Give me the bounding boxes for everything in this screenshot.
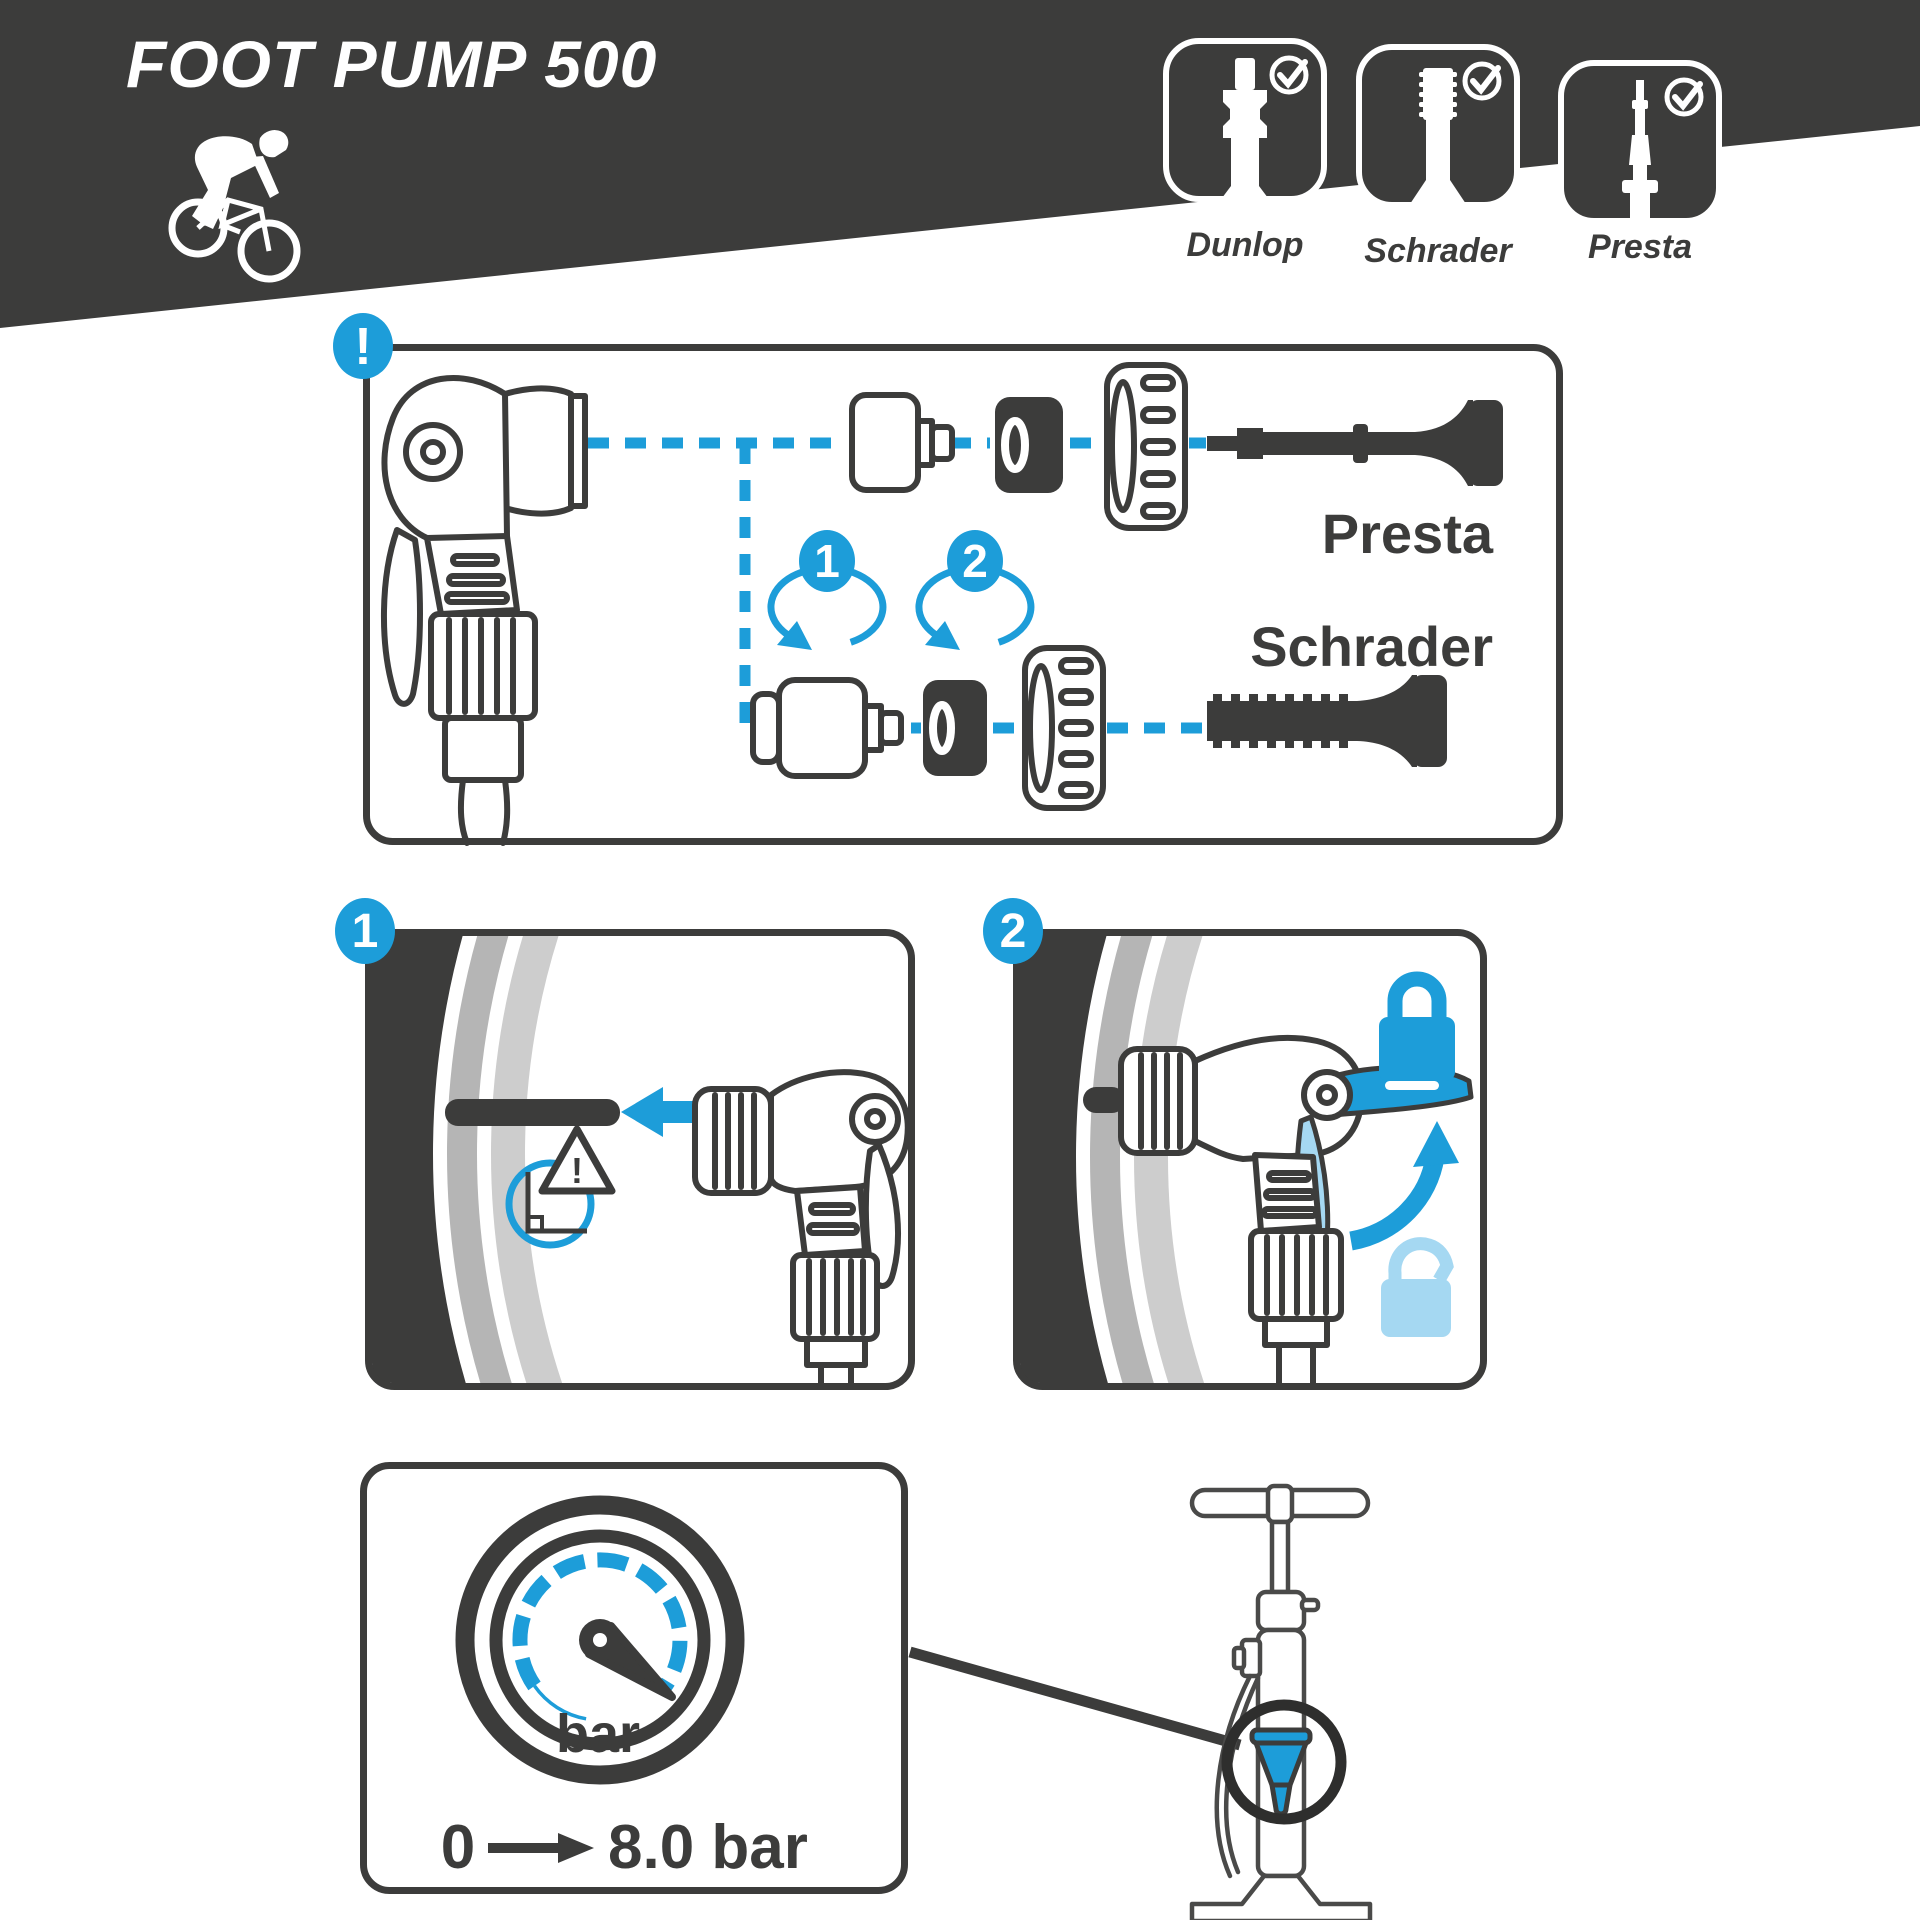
- adapter-panel: Presta 1 2: [333, 313, 1563, 846]
- lock-closed-icon: [1379, 971, 1455, 1081]
- knurled-cap: [1022, 645, 1106, 811]
- pump-head-on-valve: [692, 1069, 911, 1388]
- tire-valve: [1083, 1087, 1125, 1113]
- arrowhead: [777, 621, 812, 650]
- connection-dashes: [588, 437, 1206, 734]
- valve-card-label: Schrader: [1364, 232, 1512, 270]
- svg-text:1: 1: [814, 535, 840, 587]
- cyclist-icon: [168, 130, 301, 283]
- front-wheel: [237, 219, 301, 283]
- panel-border: [365, 929, 915, 1390]
- valve-card-schrader: [1356, 44, 1520, 214]
- pump-base: [1189, 1873, 1373, 1920]
- rubber-grommet: [923, 680, 987, 776]
- check-icon: [1664, 77, 1704, 117]
- arrow-up-curved-icon: [1349, 1121, 1459, 1251]
- arrow-left-icon: [621, 1087, 701, 1137]
- panel-border: [1013, 929, 1487, 1390]
- step1-badge: 1: [335, 898, 395, 964]
- gauge-scale-arc: [512, 1552, 688, 1694]
- check-icon: [1462, 61, 1502, 101]
- alert-badge: !: [333, 313, 393, 379]
- warning-triangle-icon: !: [538, 1125, 616, 1195]
- gauge-scale-tail: [533, 1684, 587, 1721]
- callout-circle: [1221, 1699, 1347, 1825]
- arrowhead: [558, 1833, 594, 1863]
- schrader-adapter: [750, 677, 904, 779]
- perpendicular-icon: [525, 1172, 587, 1234]
- dunlop-valve-icon: [1219, 58, 1271, 208]
- arrowhead: [925, 621, 960, 650]
- step1-panel: ! 1: [335, 898, 915, 1390]
- schrader-valve-icon: [1410, 68, 1466, 214]
- rubber-grommet: [995, 397, 1063, 493]
- presta-adapter: [849, 392, 955, 493]
- page-title: FOOT PUMP 500: [126, 27, 658, 101]
- presta-valve-illustration: [1207, 400, 1503, 486]
- presta-valve-icon: [1622, 80, 1658, 230]
- svg-text:2: 2: [1000, 905, 1027, 958]
- knurled-cap: [1104, 362, 1188, 531]
- lock-open-icon: [1381, 1237, 1454, 1337]
- schrader-valve-illustration: [1207, 675, 1447, 767]
- lock-lever-down: [381, 527, 423, 707]
- tire-valve: [445, 1099, 620, 1126]
- rotation-step-1-badge: [799, 530, 855, 592]
- callout-line: [908, 1646, 1242, 1751]
- range-to: 8.0 bar: [608, 1813, 808, 1882]
- wheel-rim: [372, 936, 908, 1383]
- svg-text:1: 1: [352, 905, 379, 958]
- step2-badge: 2: [983, 898, 1043, 964]
- rotation-arrow-1: 1: [767, 530, 887, 650]
- rotation-step-2-badge: [947, 530, 1003, 592]
- svg-text:2: 2: [962, 535, 988, 587]
- wheel-rim: [1020, 936, 1480, 1383]
- schrader-row-label: Schrader: [1250, 615, 1493, 678]
- valve-card-dunlop: [1163, 38, 1327, 208]
- range-from: 0: [441, 1813, 475, 1882]
- check-icon: [1269, 55, 1309, 95]
- pressure-gauge: bar: [455, 1495, 745, 1785]
- rider-silhouette: [192, 130, 289, 229]
- valve-card-label: Dunlop: [1186, 226, 1304, 264]
- pump-head-illustration: [381, 374, 588, 846]
- exclamation-mark: !: [354, 318, 371, 376]
- rotation-arrow-2: 2: [915, 530, 1035, 650]
- step2-panel: 2: [983, 898, 1487, 1390]
- gauge-highlight: [1249, 1727, 1313, 1817]
- valve-card-presta: [1558, 60, 1722, 230]
- gauge-panel: bar 0 8.0 bar: [360, 1462, 908, 1894]
- svg-text:!: !: [571, 1150, 583, 1191]
- pressure-range: 0 8.0 bar: [441, 1813, 808, 1882]
- pump-hose: [457, 777, 511, 846]
- presta-row-label: Presta: [1322, 502, 1494, 565]
- alignment-circle: [505, 1159, 595, 1249]
- valve-card-label: Presta: [1588, 228, 1692, 266]
- gauge-unit-label: bar: [556, 1704, 640, 1764]
- floor-pump-figure: [908, 1483, 1373, 1920]
- pump-hose: [1214, 1673, 1253, 1879]
